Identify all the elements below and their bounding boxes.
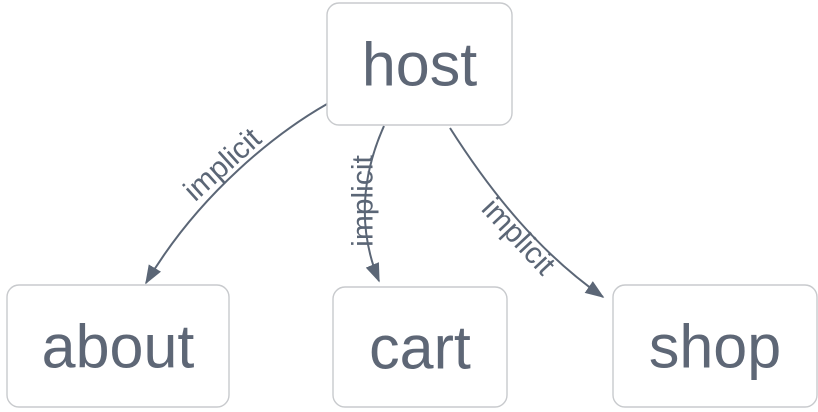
edge-host-about	[145, 103, 328, 285]
node-cart-label: cart	[369, 313, 471, 381]
node-host: host	[326, 2, 513, 126]
node-shop: shop	[612, 284, 818, 408]
edge-host-cart	[363, 125, 385, 283]
node-cart: cart	[332, 286, 508, 408]
edge-host-shop	[449, 127, 605, 298]
edge-host-about-label: implicit	[178, 121, 269, 207]
node-host-box	[326, 2, 513, 126]
edge-host-cart-label: implicit	[347, 155, 380, 247]
node-about-box	[6, 284, 230, 408]
node-cart-box	[332, 286, 508, 408]
node-about-label: about	[42, 312, 195, 380]
node-shop-label: shop	[649, 312, 781, 380]
node-host-label: host	[362, 30, 477, 98]
edge-host-shop-label: implicit	[475, 192, 562, 282]
node-shop-box	[612, 284, 818, 408]
node-about: about	[6, 284, 230, 408]
